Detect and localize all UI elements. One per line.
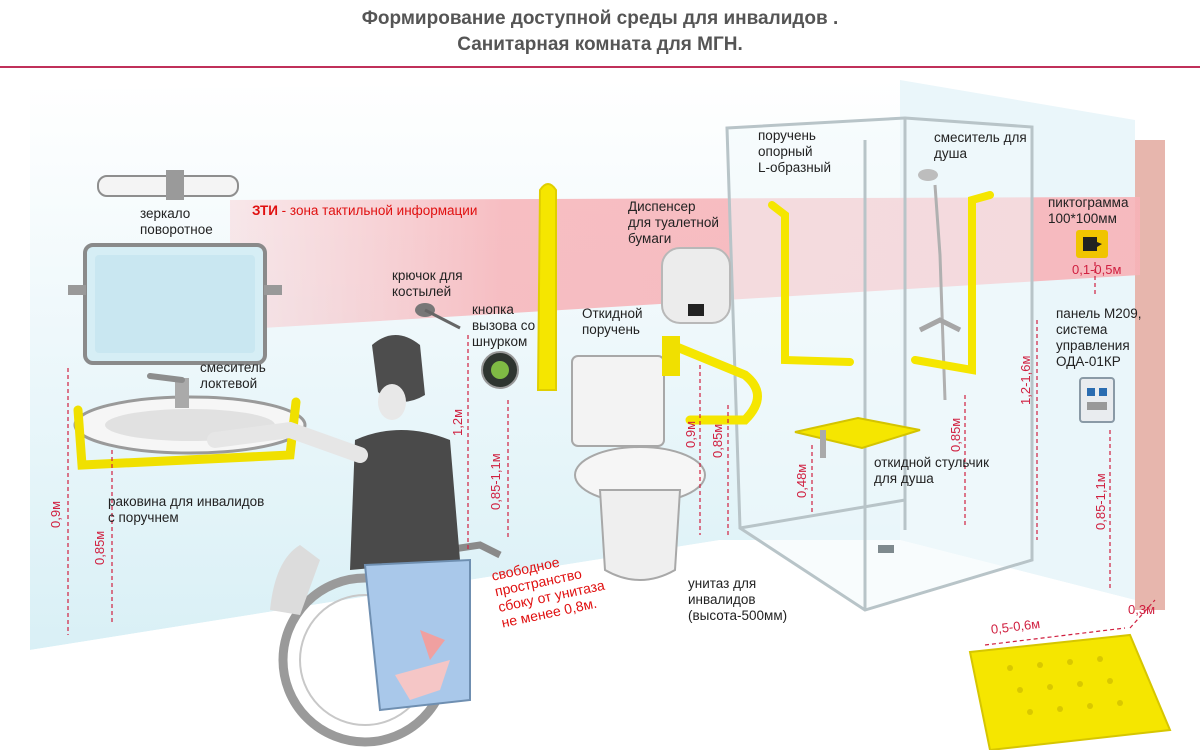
dim-sink-09: 0,9м [48,500,63,528]
call-button-label-line: кнопка [472,302,514,317]
hook-label: крючок для костылей [392,268,463,300]
dispenser-label: Диспенсер для туалетной бумаги [628,199,719,247]
wall-grab-rail [536,183,557,391]
shower-seat-label: откидной стульчик для душа [874,455,989,487]
crutch-hook [415,303,461,330]
shower-enclosure [725,116,1034,612]
title-line-2: Санитарная комната для МГН. [457,34,743,55]
sink-label-line: с поручнем [108,510,179,525]
shower-drain [878,545,894,553]
panel-label-line: панель М209, [1056,306,1142,321]
sink-label-line: раковина для инвалидов [108,494,265,509]
shower-set [911,169,994,401]
dim-panel-085-11: 0,85-1,1м [1093,473,1108,530]
title-divider [0,66,1200,68]
dim-sink-085: 0,85м [92,530,107,565]
folding-shower-seat [794,416,921,458]
mirror-label-line: зеркало [140,206,191,221]
zti-abbr: ЗТИ [252,203,278,218]
zti-description: - зона тактильной информации [277,203,478,218]
wheelchair-user [207,335,502,747]
folding-rail-label-line: поручень [582,322,640,337]
pictogram-label: пиктограмма 100*100мм [1048,195,1128,227]
folding-rail-label: Откидной поручень [582,306,643,338]
panel-label-line: управления [1056,338,1130,353]
dispenser-label-line: бумаги [628,231,672,246]
mirror-label-line: поворотное [140,222,213,237]
toilet-label-line: (высота-500мм) [688,608,788,623]
elbow-mixer-label: смеситель локтевой [200,360,266,392]
mirror-lamp [97,170,239,200]
elbow-mixer-label-line: локтевой [200,376,258,391]
call-button-label-line: вызова со [472,318,536,333]
shower-seat-label-line: для душа [874,471,934,486]
l-rail-label-line: опорный [758,144,813,159]
toilet-label: унитаз для инвалидов (высота-500мм) [688,576,787,624]
dispenser-label-line: Диспенсер [628,199,696,214]
pictogram-sign [1076,230,1108,258]
shower-mixer-label-line: смеситель для [934,130,1027,145]
folding-rail-label-line: Откидной [582,306,643,321]
shower-mixer-label: смеситель для душа [934,130,1027,162]
dim-toilet-09: 0,9м [683,420,698,448]
toilet-label-line: инвалидов [688,592,756,607]
l-rail-label-line: L-образный [758,160,831,175]
toilet-label-line: унитаз для [688,576,757,591]
panel-label: панель М209, система управления ОДА-01КР [1056,306,1142,370]
dim-button-12: 1,2м [450,408,465,436]
elbow-mixer-label-line: смеситель [200,360,266,375]
dim-button-085-11: 0,85-1,1м [488,453,503,510]
shower-mixer-label-line: душа [934,146,967,161]
panel-label-line: система [1056,322,1108,337]
dim-toilet-085: 0,85м [710,423,725,458]
tactile-floor-tiles [968,633,1172,750]
shower-grab-rail [911,191,994,375]
mirror-label: зеркало поворотное [140,206,213,238]
pictogram-label-line: пиктограмма [1048,195,1129,210]
dim-seat-048: 0,48м [794,463,809,498]
dim-tactile-03: 0,3м [1128,602,1156,617]
call-button-label-line: шнурком [472,334,528,349]
dim-rail-12-16: 1,2-1,6м [1018,355,1033,405]
l-rail-label: поручень опорный L-образный [758,128,831,176]
call-button-label: кнопка вызова со шнурком [472,302,535,350]
shower-seat-label-line: откидной стульчик [874,455,990,470]
l-rail-label-line: поручень [758,128,816,143]
folding-grab-rail [667,340,762,425]
zti-label: ЗТИ - зона тактильной информации [252,203,477,219]
control-panel-m209 [1079,377,1115,423]
dim-pict-01-05: 0,1-0,5м [1072,262,1122,277]
dim-shower-085: 0,85м [948,417,963,452]
elbow-mixer-body [175,378,189,408]
l-shaped-grab-rail [768,201,854,366]
sink-label: раковина для инвалидов с поручнем [108,494,264,526]
hook-label-line: крючок для [392,268,463,283]
swivel-mirror [68,243,282,365]
toilet-paper-dispenser [661,247,731,324]
pictogram-label-line: 100*100мм [1048,211,1117,226]
dimension-lines [67,262,1156,646]
dispenser-label-line: для туалетной [628,215,719,230]
accessible-toilet [571,355,706,581]
call-button [481,351,519,389]
hook-label-line: костылей [392,284,452,299]
title-line-1: Формирование доступной среды для инвалид… [361,8,839,29]
panel-label-line: ОДА-01КР [1056,354,1121,369]
